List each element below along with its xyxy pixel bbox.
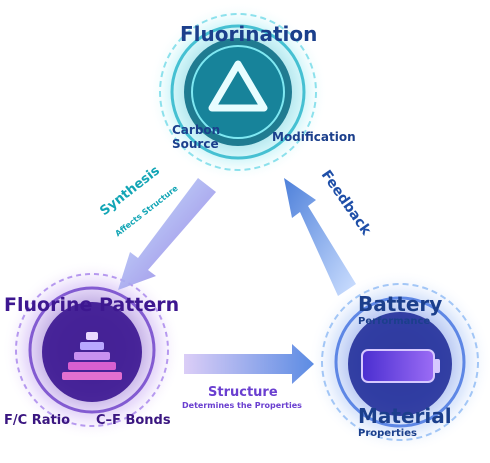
battery-title: Battery [358,292,443,316]
fc-ratio-label: F/C Ratio [4,413,71,428]
material-title: Material [358,404,452,428]
structure-label: Structure [208,385,278,400]
carbon-label: Carbon [172,123,221,137]
properties-label: Properties [358,428,417,439]
structure-arrow [184,344,314,384]
fluorination-node [148,2,328,182]
performance-label: Performance [358,316,431,327]
determines-properties-label: Determines the Properties [182,401,302,410]
synthesis-arrow [118,178,216,290]
pyramid-icon [62,332,122,380]
battery-icon [361,349,440,383]
fluorine-pattern-title: Fluorine Pattern [4,294,180,316]
battery-node [308,270,490,454]
fluorination-title: Fluorination [180,22,318,46]
feedback-arrow [284,178,356,296]
fluorine-pattern-node [2,260,182,440]
source-label: Source [172,137,219,151]
cf-bonds-label: C–F Bonds [96,413,171,428]
triangle-icon [208,60,268,112]
modification-label: Modification [272,130,356,144]
